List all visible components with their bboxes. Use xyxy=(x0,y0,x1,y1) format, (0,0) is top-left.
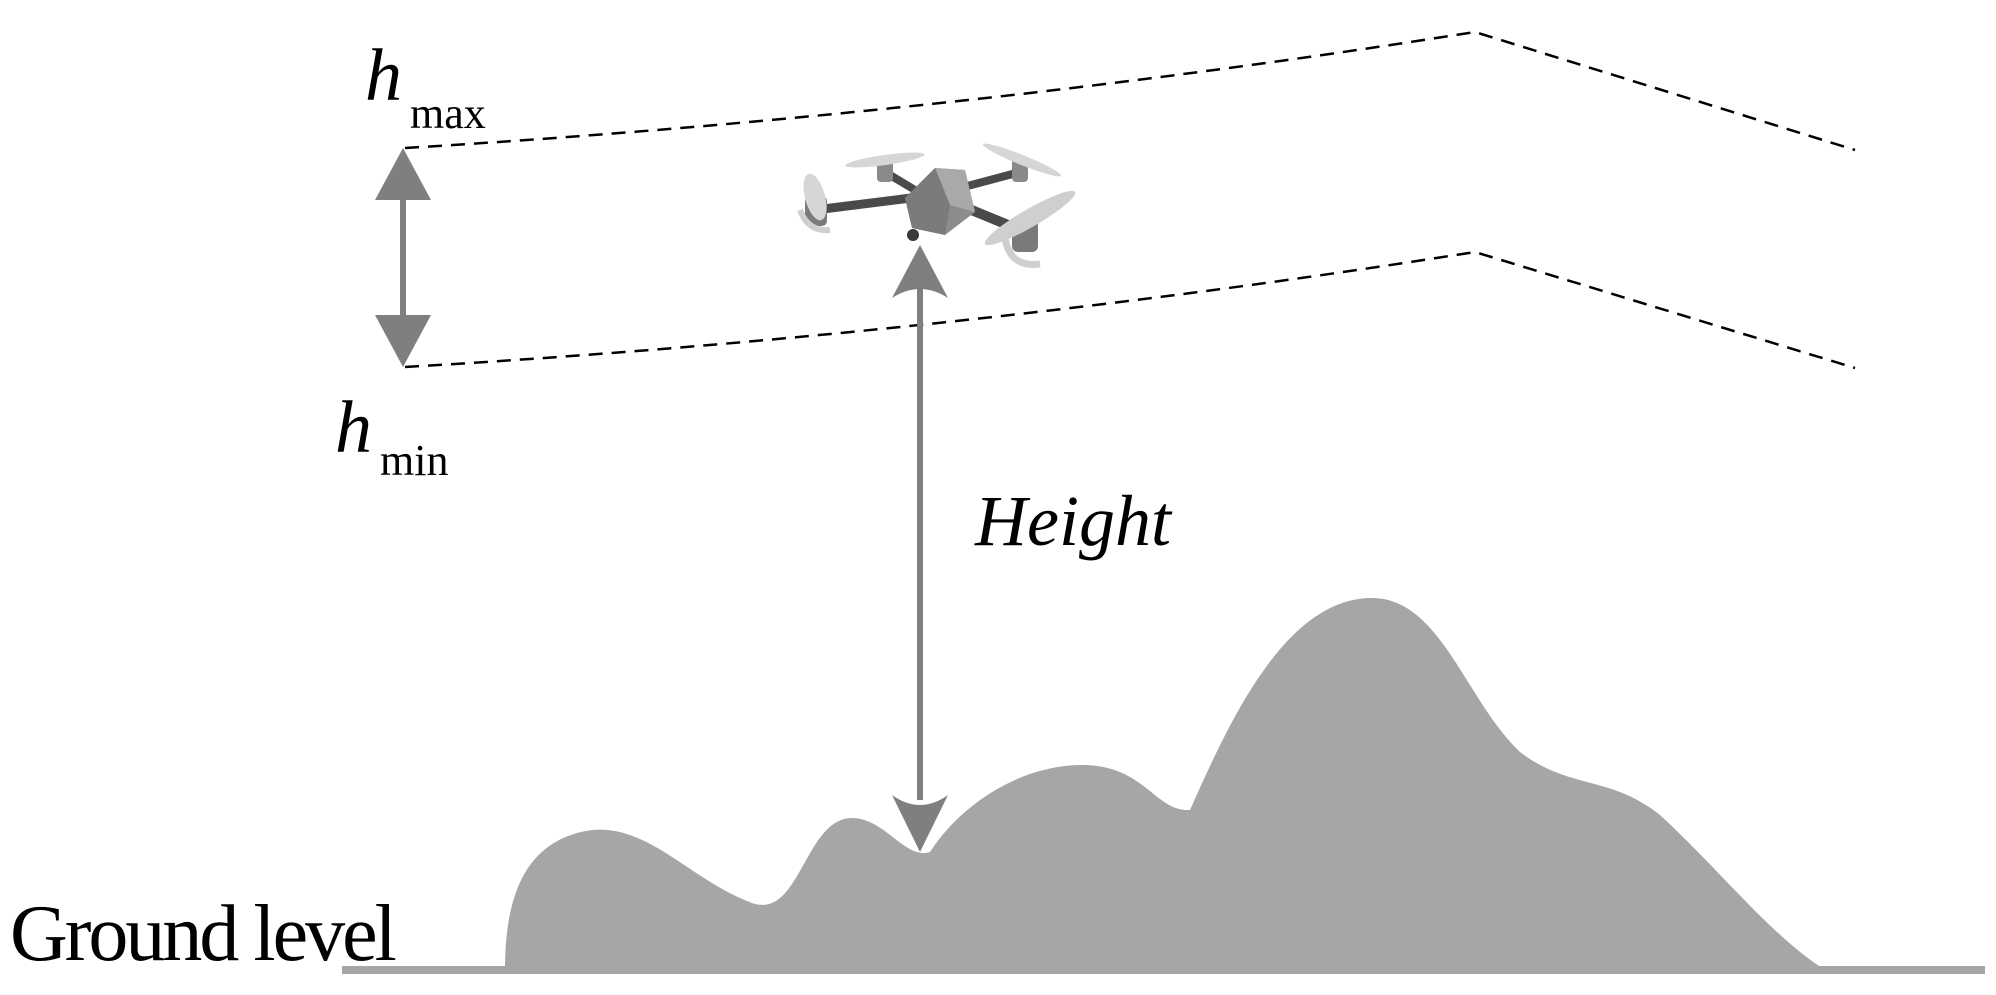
range-arrow-head-up xyxy=(375,148,431,200)
ground-level-label: Ground level xyxy=(10,890,396,978)
altitude-range-arrow xyxy=(375,148,431,367)
h-min-symbol: h xyxy=(335,387,372,469)
height-arrow xyxy=(892,245,948,852)
height-arrow-head-up xyxy=(892,245,948,298)
h-max-symbol: h xyxy=(365,35,402,117)
range-arrow-head-down xyxy=(375,315,431,367)
drone-icon xyxy=(797,143,1076,268)
height-arrow-head-down xyxy=(892,795,948,852)
terrain-mountains xyxy=(505,597,1825,970)
height-label: Height xyxy=(974,481,1173,561)
h-min-dashed-boundary xyxy=(404,250,1856,370)
h-max-subscript: max xyxy=(410,89,486,138)
h-max-dashed-boundary xyxy=(404,30,1856,152)
h-min-subscript: min xyxy=(380,436,448,485)
